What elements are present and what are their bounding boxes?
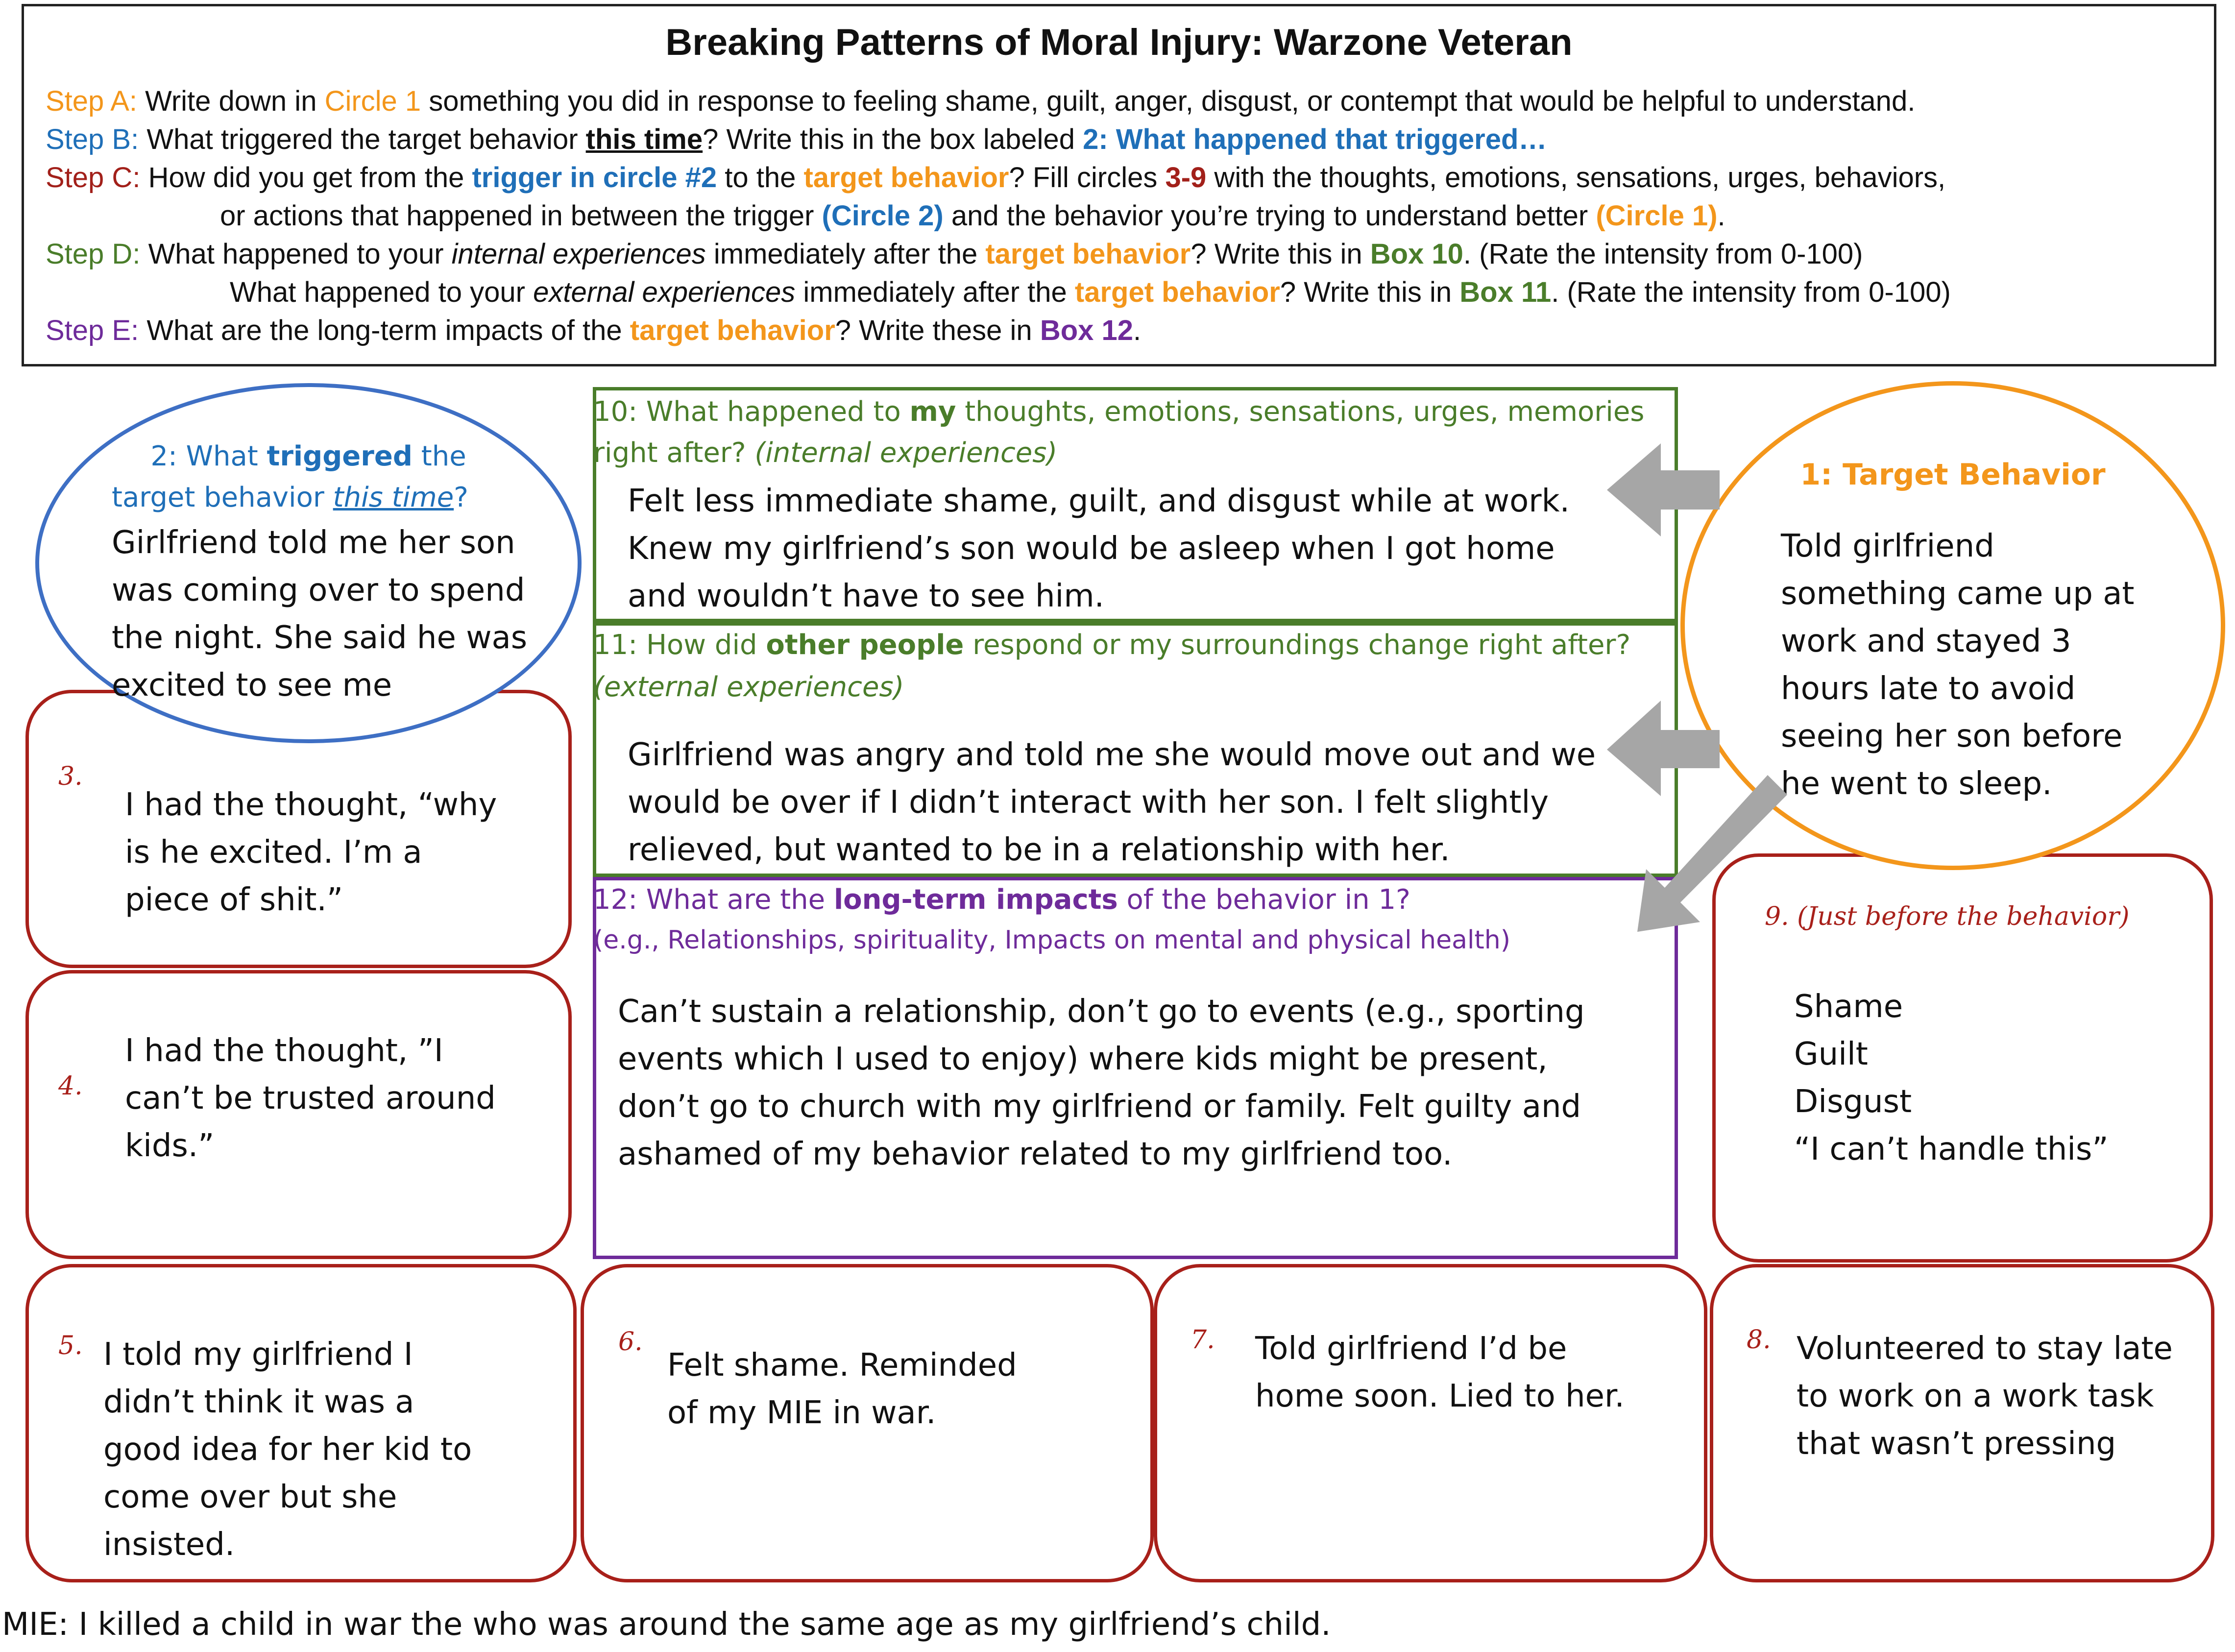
step-e: Step E: What are the long-term impacts o… <box>46 315 1142 346</box>
box-9: 9. (Just before the behavior) Shame Guil… <box>1712 853 2213 1263</box>
step-d-continued: What happened to your external experienc… <box>230 276 1951 308</box>
page-title: Breaking Patterns of Moral Injury: Warzo… <box>665 22 1573 63</box>
box-8-text: Volunteered to stay late to work on a wo… <box>1797 1331 2173 1462</box>
step-c-continued: or actions that happened in between the … <box>220 200 1725 232</box>
box-7: 7. Told girlfriend I’d be home soon. Lie… <box>1154 1264 1707 1582</box>
box-4-text: I had the thought, ”I can’t be trusted a… <box>125 1033 496 1164</box>
box-5-text: I told my girlfriend I didn’t think it w… <box>103 1336 472 1563</box>
box-6: 6. Felt shame. Reminded of my MIE in war… <box>581 1264 1154 1582</box>
step-a: Step A: Write down in Circle 1 something… <box>46 85 1916 117</box>
box-7-text: Told girlfriend I’d be home soon. Lied t… <box>1255 1331 1625 1414</box>
box-3-text: I had the thought, “why is he excited. I… <box>125 787 497 918</box>
box-12-long-term: 12: What are the long-term impacts of th… <box>593 877 1678 1259</box>
box-8: 8. Volunteered to stay late to work on a… <box>1710 1264 2214 1582</box>
step-c: Step C: How did you get from the trigger… <box>46 162 1946 194</box>
box-9-text: Shame Guilt Disgust “I can’t handle this… <box>1794 989 2109 1167</box>
arrow-to-box-12 <box>1637 775 1787 932</box>
box-5: 5. I told my girlfriend I didn’t think i… <box>25 1264 577 1582</box>
step-b: Step B: What triggered the target behavi… <box>46 123 1547 155</box>
box-11-external: 11: How did other people respond or my s… <box>593 622 1678 877</box>
circle-2-trigger: 2: What triggered the target behavior th… <box>35 383 582 743</box>
step-d: Step D: What happened to your internal e… <box>46 238 1863 270</box>
box-12-text: Can’t sustain a relationship, don’t go t… <box>618 994 1585 1172</box>
box-10-internal: 10: What happened to my thoughts, emotio… <box>593 387 1678 622</box>
box-6-text: Felt shame. Reminded of my MIE in war. <box>667 1347 1017 1431</box>
circle-1-text: Told girlfriend something came up at wor… <box>1781 528 2135 802</box>
box-10-text: Felt less immediate shame, guilt, and di… <box>628 483 1570 614</box>
instructions-panel: Breaking Patterns of Moral Injury: Warzo… <box>22 4 2216 366</box>
arrow-to-box-11 <box>1607 701 1720 796</box>
circle-1-target-behavior: 1: Target Behavior Told girlfriend somet… <box>1680 381 2225 870</box>
circle-2-text: Girlfriend told me her son was coming ov… <box>112 525 528 704</box>
arrow-to-box-10 <box>1607 443 1720 536</box>
footnote-mie: MIE: I killed a child in war the who was… <box>2 1606 1331 1643</box>
box-11-text: Girlfriend was angry and told me she wou… <box>628 737 1596 868</box>
box-4: 4. I had the thought, ”I can’t be truste… <box>25 970 572 1259</box>
